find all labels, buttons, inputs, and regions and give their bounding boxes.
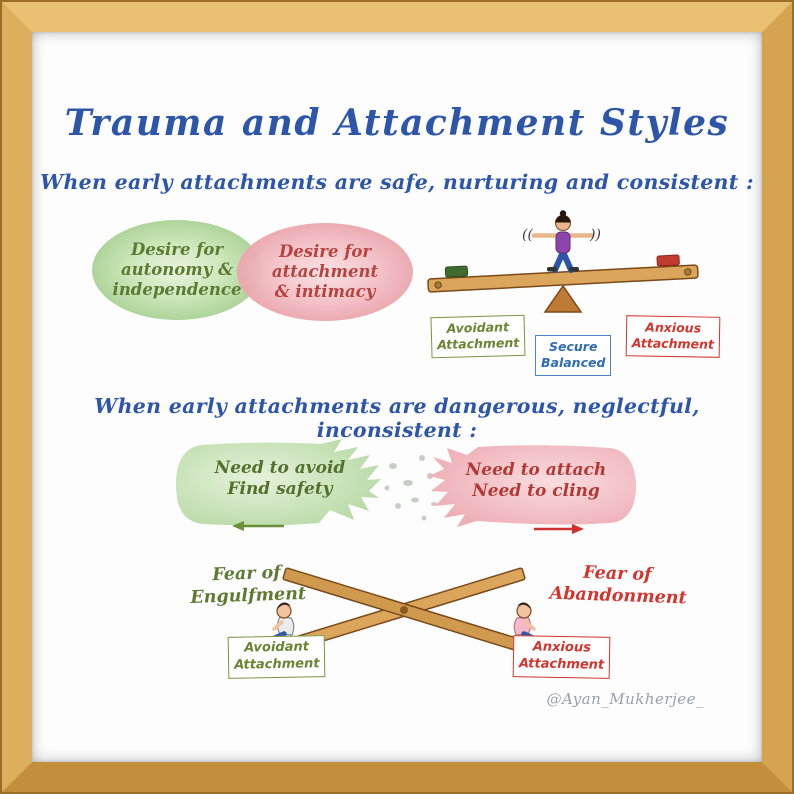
attach-torn-blob (429, 445, 636, 527)
secure-balanced-tag: Secure Balanced (535, 335, 612, 376)
green-weight (444, 265, 469, 278)
tag-line: Anxious (645, 319, 702, 336)
fulcrum-triangle (543, 284, 583, 313)
red-weight (656, 254, 680, 267)
tag-line: Attachment (234, 656, 320, 673)
attach-line2: Need to cling (472, 481, 600, 502)
balancing-person (531, 210, 595, 273)
avoid-line2: Find safety (227, 479, 333, 500)
right-arrow-icon (534, 524, 584, 534)
balanced-seesaw-illustration: (( )) (427, 210, 699, 313)
intimacy-blob: Desire for attachment & intimacy (237, 223, 413, 321)
splatter-drops-icon (384, 455, 437, 521)
trauma-section-heading: When early attachments are dangerous, ne… (94, 394, 700, 442)
artist-signature: @Ayan_Mukherjee_ (546, 690, 704, 708)
avoid-torn-blob (176, 439, 381, 526)
anxious-attachment-tag-bottom: Anxious Attachment (512, 635, 611, 679)
tag-line: Secure (548, 339, 598, 354)
whiteboard: Trauma and Attachment Styles When early … (32, 32, 762, 762)
avoid-line1: Need to avoid (214, 458, 346, 478)
tag-line: Attachment (437, 335, 520, 353)
autonomy-blob-line1: Desire for (130, 239, 224, 259)
attach-line1: Need to attach (465, 460, 607, 480)
left-arrow-icon (232, 521, 284, 531)
tag-line: Anxious (532, 639, 592, 656)
center-bolt (400, 606, 408, 614)
seesaw-plank (427, 254, 699, 293)
attach-blob-text: Need to attach Need to cling (456, 460, 616, 503)
avoidant-attachment-tag-bottom: Avoidant Attachment (227, 635, 326, 679)
fear-of-abandonment-label: Fear of Abandonment (549, 562, 687, 610)
avoidant-attachment-tag-top: Avoidant Attachment (430, 314, 526, 358)
tag-line: Attachment (631, 335, 715, 352)
intimacy-blob-line2: attachment (271, 261, 379, 281)
torn-blobs-illustration (176, 439, 636, 534)
broken-seesaw-illustration (267, 567, 541, 653)
avoid-blob-text: Need to avoid Find safety (200, 458, 360, 501)
tag-line: Attachment (518, 656, 605, 673)
safe-section-heading: When early attachments are safe, nurturi… (40, 170, 754, 194)
wobble-left-icon: (( (522, 227, 533, 243)
intimacy-blob-line1: Desire for (278, 241, 372, 261)
tag-line: Avoidant (244, 639, 310, 656)
fear-line: Abandonment (549, 583, 687, 609)
page-title: Trauma and Attachment Styles (64, 102, 730, 144)
anxious-attachment-tag-top: Anxious Attachment (625, 315, 721, 358)
autonomy-blob-line2: autonomy & (120, 259, 233, 279)
wobble-right-icon: )) (589, 227, 601, 243)
tag-line: Balanced (541, 355, 606, 371)
autonomy-blob: Desire for autonomy & independence (92, 220, 262, 320)
autonomy-blob-line3: independence (112, 280, 242, 300)
intimacy-blob-line3: & intimacy (274, 282, 376, 302)
